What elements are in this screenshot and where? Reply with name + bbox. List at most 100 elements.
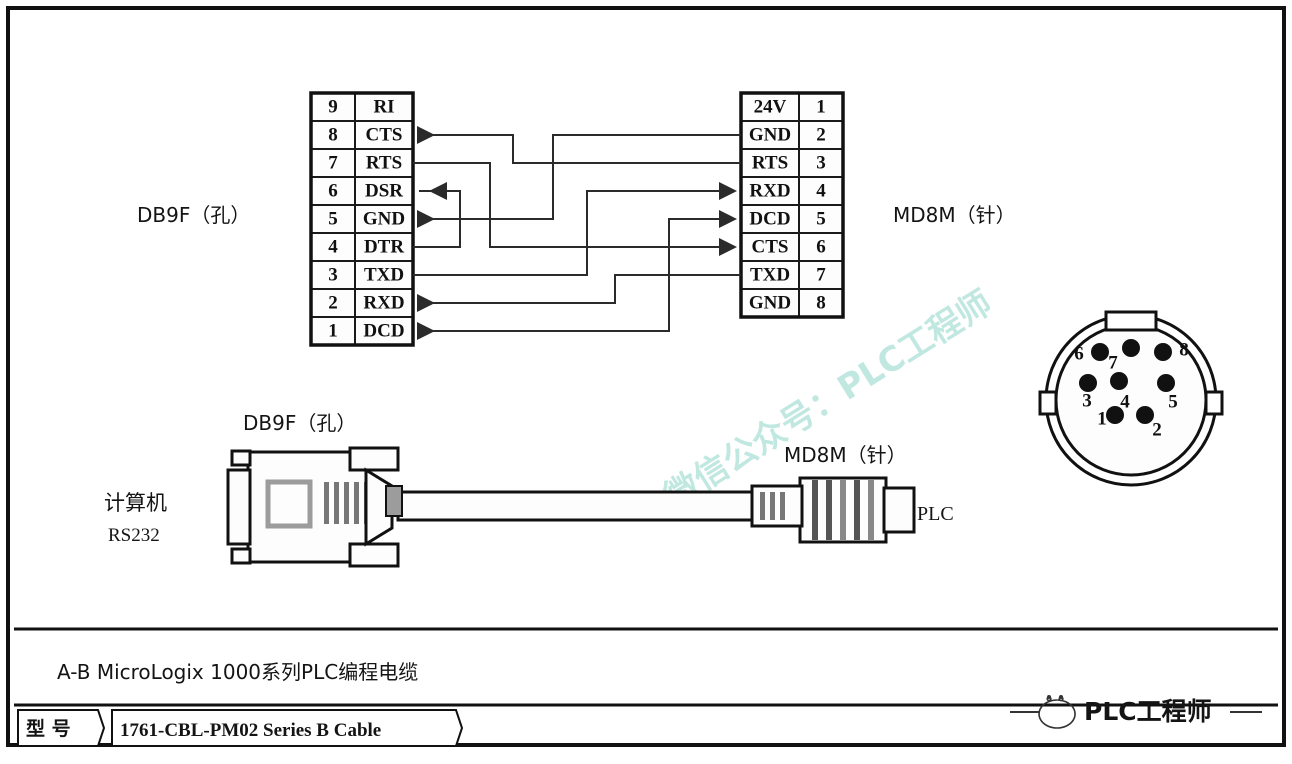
- db9f-rib: [324, 482, 329, 524]
- md8-socket-hole-3: [1079, 374, 1097, 392]
- md8m-body-rib: [812, 480, 818, 540]
- db9f-pin-signal: DTR: [364, 236, 404, 257]
- md8-socket-pin-label: 2: [1152, 419, 1162, 440]
- db9f-rib: [344, 482, 349, 524]
- db9f-tab-top: [348, 446, 400, 472]
- plc-label: PLC: [917, 503, 954, 525]
- db9f-tab-bottom: [348, 542, 400, 568]
- wire-md8-rts-to-db9-cts: [417, 126, 741, 164]
- md8m-grip-rib: [780, 492, 785, 520]
- md8-socket-hole-6: [1091, 343, 1109, 361]
- db9f-pin-signal: TXD: [364, 264, 404, 285]
- db9f-pin-number: 6: [328, 180, 338, 201]
- db9f-screw-lug-top: [230, 449, 252, 467]
- db9f-screw-lug-bottom: [230, 547, 252, 565]
- db9f-pin-number: 2: [328, 292, 338, 313]
- md8m-row-2: GND 2: [740, 120, 844, 150]
- md8-socket-key-notch: [1104, 310, 1158, 332]
- md8m-pin-signal: DCD: [749, 208, 790, 229]
- db9f-pin-number: 1: [328, 320, 338, 341]
- md8m-pin-number: 1: [816, 96, 826, 117]
- cable-assembly: [226, 446, 916, 568]
- md8-socket-right-notch: [1204, 390, 1224, 416]
- db9f-table-label: DB9F（孔）: [137, 203, 250, 227]
- model-value: 1761-CBL-PM02 Series B Cable: [120, 720, 381, 741]
- db9f-pin-signal: RI: [373, 96, 394, 117]
- md8-socket-pin-label: 4: [1120, 391, 1130, 412]
- md8-socket-hole-5: [1157, 374, 1175, 392]
- md8-socket-hole-7: [1122, 339, 1140, 357]
- model-block: 型 号 1761-CBL-PM02 Series B Cable: [17, 709, 464, 747]
- md8-socket-hole-4: [1110, 372, 1128, 390]
- db9f-pin-number: 5: [328, 208, 338, 229]
- db9f-rib: [334, 482, 339, 524]
- db9f-row-6: 6 DSR: [310, 176, 414, 206]
- md8m-row-3: RTS 3: [740, 148, 844, 178]
- md8m-pin-number: 2: [816, 124, 826, 145]
- md8m-row-5: DCD 5: [740, 204, 844, 234]
- md8m-grip-rib: [760, 492, 765, 520]
- figure-title: A-B MicroLogix 1000系列PLC编程电缆: [57, 660, 418, 684]
- db9f-pin-number: 8: [328, 124, 338, 145]
- md8m-grip-rib: [770, 492, 775, 520]
- md8-socket-hole-2: [1136, 406, 1154, 424]
- db9f-rib: [354, 482, 359, 524]
- md8m-pin-number: 3: [816, 152, 826, 173]
- computer-label: 计算机: [104, 491, 167, 515]
- md8-socket-pin-label: 5: [1168, 391, 1178, 412]
- md8m-row-1: 24V 1: [740, 92, 844, 122]
- md8-socket-hole-1: [1106, 406, 1124, 424]
- md8m-pin-signal: 24V: [754, 96, 787, 117]
- md8m-row-8: GND 8: [740, 288, 844, 318]
- db9f-row-7: 7 RTS: [310, 148, 414, 178]
- md8m-row-7: TXD 7: [740, 260, 844, 290]
- db9f-pin-number: 9: [328, 96, 338, 117]
- md8m-row-6: CTS 6: [740, 232, 844, 262]
- md8m-pin-number: 4: [816, 180, 826, 201]
- md8m-pin-number: 7: [816, 264, 826, 285]
- db9f-connector-flange: [226, 468, 252, 546]
- md8m-pin-table: 24V 1 GND 2 RTS 3 RXD 4: [739, 91, 845, 319]
- md8m-pin-signal: CTS: [752, 236, 789, 257]
- db9f-row-4: 4 DTR: [310, 232, 414, 262]
- wire-db9-rts-to-md8-cts: [413, 162, 737, 256]
- md8m-connector-label: MD8M（针）: [784, 443, 907, 467]
- corner-watermark-text: PLC工程师: [1084, 697, 1212, 726]
- wire-bundle: MD8 pin6 CTS : out of pin7 (y=163) right…: [413, 126, 741, 340]
- db9f-pin-number: 7: [328, 152, 338, 173]
- db9f-row-2: 2 RXD: [310, 288, 414, 318]
- db9f-row-5: 5 GND: [310, 204, 414, 234]
- md8-socket-pin-label: 3: [1082, 390, 1092, 411]
- md8m-body-rib: [854, 480, 860, 540]
- db9f-pin-signal: RXD: [363, 292, 404, 313]
- md8m-table-label: MD8M（针）: [893, 203, 1016, 227]
- db9f-connector-label: DB9F（孔）: [243, 411, 356, 435]
- md8-socket-face: 6 7 8 3 4 5 1 2: [1038, 310, 1224, 487]
- md8m-pin-number: 5: [816, 208, 826, 229]
- corner-watermark: PLC工程师: [1010, 695, 1262, 729]
- md8m-pin-signal: RTS: [752, 152, 788, 173]
- md8-socket-pin-label: 7: [1108, 352, 1118, 373]
- cable-lead: [396, 490, 762, 522]
- db9f-row-9: 9 RI: [310, 92, 414, 122]
- md8m-body-rib: [826, 480, 832, 540]
- md8-socket-left-notch: [1038, 390, 1058, 416]
- db9f-ferrule: [385, 485, 403, 517]
- md8-socket-pin-label: 1: [1097, 408, 1107, 429]
- db9f-pin-signal: CTS: [366, 124, 403, 145]
- wechat-icon: [1038, 695, 1076, 729]
- wire-db9-txd-to-md8-rxd: [413, 182, 737, 276]
- db9f-pin-number: 4: [328, 236, 338, 257]
- md8-socket-pin-label: 8: [1179, 339, 1189, 360]
- computer-standard-label: RS232: [108, 525, 160, 546]
- md8m-row-4: RXD 4: [740, 176, 844, 206]
- md8m-pin-signal: GND: [749, 292, 791, 313]
- md8-socket-pin-label: 6: [1074, 343, 1084, 364]
- md8m-body-rib: [840, 480, 846, 540]
- db9f-row-1: 1 DCD: [310, 316, 414, 346]
- md8m-pin-signal: RXD: [749, 180, 790, 201]
- wire-md8-gnd-to-db9-gnd: [417, 134, 741, 228]
- md8m-pin-number: 8: [816, 292, 826, 313]
